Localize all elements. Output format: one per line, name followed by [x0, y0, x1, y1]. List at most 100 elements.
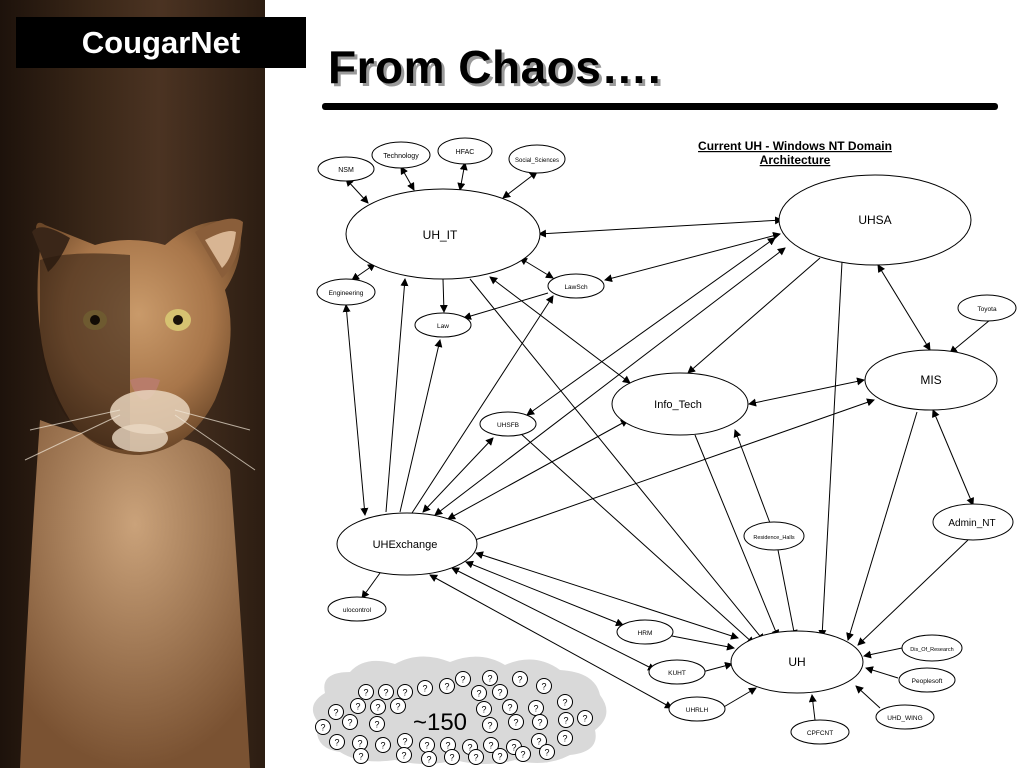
- edge-uhexchange-uhit: [385, 278, 409, 513]
- unknown-node: [539, 744, 555, 760]
- unknown-node-mark: ?: [347, 718, 352, 728]
- edge-hfac-uhit: [457, 162, 468, 191]
- unknown-node-mark: ?: [488, 741, 493, 751]
- edge-uhexchange-uh: [475, 551, 739, 640]
- edge-uhrlh-uh: [721, 687, 757, 709]
- unknown-node-mark: ?: [383, 688, 388, 698]
- edge-uhexchange-infotech: [447, 419, 629, 520]
- unknown-node: [492, 748, 508, 764]
- unknown-node-mark: ?: [487, 674, 492, 684]
- label-uhrlh: UHRLH: [686, 707, 709, 714]
- unknown-node-mark: ?: [380, 741, 385, 751]
- unknown-node: [375, 737, 391, 753]
- unknown-node-mark: ?: [363, 688, 368, 698]
- unknown-node-mark: ?: [481, 705, 486, 715]
- unknown-node: [421, 751, 437, 767]
- edge-social-uhit: [502, 171, 538, 199]
- label-toyota: Toyota: [977, 306, 997, 313]
- edge-uhexchange-mis: [474, 398, 875, 541]
- label-uhexchange: UHExchange: [373, 539, 438, 551]
- edge-mis-uh: [846, 411, 918, 641]
- unknown-node: [531, 733, 547, 749]
- unknown-node-mark: ?: [533, 704, 538, 714]
- unknown-node: [390, 698, 406, 714]
- node-residence-halls: [743, 521, 805, 551]
- node-mis: [864, 349, 998, 411]
- unknown-node-mark: ?: [507, 703, 512, 713]
- node-peoplesoft: [898, 667, 956, 693]
- label-technology: Technology: [383, 153, 419, 160]
- edge-uhexchange-uhrlh: [429, 574, 673, 709]
- unknown-node: [483, 737, 499, 753]
- unknown-node: [502, 699, 518, 715]
- diagram-caption-line1: Current UH - Windows NT Domain: [698, 139, 892, 153]
- label-info-tech: Info_Tech: [654, 399, 702, 411]
- node-uhrlh: [668, 696, 726, 722]
- edge-engineering-uhexchange: [342, 304, 369, 516]
- cloud-count-label: ~150: [413, 709, 467, 736]
- label-engineering: Engineering: [329, 290, 364, 297]
- unknown-node-mark: ?: [497, 688, 502, 698]
- node-uh-it: [345, 188, 541, 280]
- label-dis-of-research: Dis_Of_Research: [910, 647, 953, 653]
- unknown-node: [353, 748, 369, 764]
- unknown-node-mark: ?: [422, 684, 427, 694]
- unknown-node-mark: ?: [537, 718, 542, 728]
- unknown-node: [329, 734, 345, 750]
- label-uhsa: UHSA: [858, 213, 891, 227]
- unknown-node: [444, 749, 460, 765]
- unknown-node-mark: ?: [582, 714, 587, 724]
- edge-uhit-uh: [469, 278, 765, 642]
- edge-uhdwing-uh: [855, 685, 881, 709]
- edge-uhexchange-uhsfb: [422, 437, 494, 513]
- node-uhsa: [778, 174, 972, 266]
- unknown-node-mark: ?: [355, 702, 360, 712]
- label-peoplesoft: Peoplesoft: [912, 678, 943, 685]
- unknown-node-mark: ?: [460, 675, 465, 685]
- edge-residence-infotech: [733, 429, 771, 524]
- edge-uhit-uhsa: [538, 216, 783, 238]
- unknown-node: [396, 747, 412, 763]
- unknown-node-mark: ?: [513, 718, 518, 728]
- unknown-node: [369, 716, 385, 732]
- edge-toyota-mis: [949, 319, 991, 354]
- unknown-node: [577, 710, 593, 726]
- node-ulcontrol: [327, 596, 387, 622]
- unknown-node-mark: ?: [467, 743, 472, 753]
- unknown-node-mark: ?: [562, 698, 567, 708]
- label-uh-it: UH_IT: [423, 228, 458, 242]
- unknown-node: [512, 671, 528, 687]
- node-social-sciences: [508, 144, 566, 174]
- unknown-node: [350, 698, 366, 714]
- edge-cpfcnt-uh: [808, 694, 817, 721]
- edge-lawsch-law: [463, 292, 549, 320]
- edge-residence-uh: [777, 549, 798, 638]
- node-uhexchange: [336, 512, 478, 576]
- edge-uhexchange-law: [399, 339, 443, 513]
- unknown-node-mark: ?: [473, 753, 478, 763]
- edge-uhexchange-ulcontrol: [361, 572, 381, 599]
- unknown-node-mark: ?: [449, 753, 454, 763]
- label-lawsch: LawSch: [564, 284, 588, 291]
- edge-peoplesoft-uh: [865, 666, 899, 679]
- label-mis: MIS: [920, 373, 941, 387]
- node-uhd-wing: [875, 704, 935, 730]
- edge-uhit-lawsch: [519, 257, 554, 279]
- unknown-node-mark: ?: [426, 755, 431, 765]
- label-uh: UH: [788, 655, 805, 669]
- unknown-node-mark: ?: [375, 703, 380, 713]
- diagram-caption-line2: Architecture: [760, 153, 831, 167]
- edge-uhsa-mis: [877, 264, 931, 351]
- slide-title: From Chaos….: [328, 41, 662, 93]
- unknown-node: [439, 678, 455, 694]
- cougar-image: [20, 218, 256, 768]
- unknown-node: [370, 699, 386, 715]
- edge-uhsa-uh: [818, 261, 843, 638]
- node-engineering: [316, 278, 376, 306]
- unknown-node-mark: ?: [544, 748, 549, 758]
- node-hrm: [616, 619, 674, 645]
- diagram-edges: [342, 162, 991, 721]
- edge-kuht-uh: [701, 661, 733, 673]
- node-law: [414, 312, 472, 338]
- edge-technology-uhit: [400, 166, 415, 191]
